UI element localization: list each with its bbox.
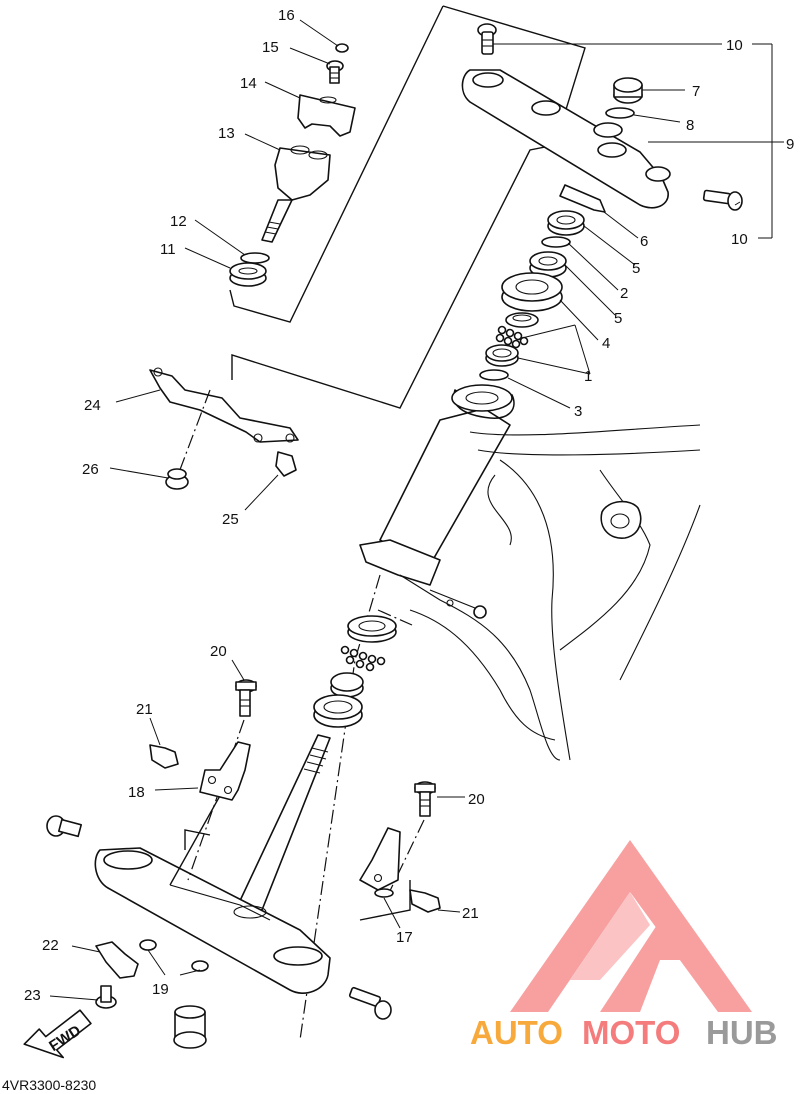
lower-seal [347,615,397,643]
watermark-part2: MOTO [582,1014,680,1051]
nut-26 [165,468,189,490]
dust-seal-lower [313,694,363,728]
callout-5-upper: 5 [632,260,640,277]
bracket-18 [199,741,251,801]
ring-nut-5-lower [529,251,567,278]
watermark-part1: AUTO [470,1014,563,1051]
callout-20-right: 20 [468,791,485,808]
clip-21-right [409,889,441,913]
watermark-logo-icon [510,840,752,1012]
clip-21-left [149,744,179,769]
callout-26: 26 [82,461,99,478]
washer-12 [240,252,270,264]
watermark-part3: HUB [706,1014,778,1051]
holder-13 [261,145,331,243]
callout-2: 2 [620,285,628,302]
lower-bracket [94,847,331,994]
washer-17 [374,888,394,898]
steering-axis-line [299,574,381,1041]
callout-21-right: 21 [462,905,479,922]
callout-8: 8 [686,117,694,134]
leader-lines [49,19,784,1001]
bracket-17 [359,827,401,891]
callout-21-left: 21 [136,701,153,718]
bearing-balls-lower [340,645,386,672]
bolt-23 [95,985,117,1009]
callout-6: 6 [640,233,648,250]
clip-25 [275,451,297,477]
main-frame [359,424,701,761]
bracket-lead-18 [184,829,211,850]
bolt-10-side [702,189,743,211]
bolt-10-upper [477,23,497,55]
bolt-20-left [235,679,257,717]
callout-14: 14 [240,75,257,92]
callout-17: 17 [396,929,413,946]
group-frame-upper [231,5,586,409]
holder-14 [297,94,356,137]
callout-18: 18 [128,784,145,801]
pinch-bolt-left [46,815,83,838]
ring-nut-5-upper [547,210,585,236]
callout-9: 9 [786,136,794,153]
cap-nut-7 [613,77,643,104]
callout-12: 12 [170,213,187,230]
callout-3: 3 [574,403,582,420]
upper-bracket [461,69,671,209]
callout-4: 4 [602,335,610,352]
diagram-code: 4VR3300-8230 [2,1077,96,1093]
callout-24: 24 [84,397,101,414]
watermark-text: AUTO MOTO HUB [470,1014,778,1051]
lock-washer-6 [559,184,606,213]
steering-stem [237,734,331,911]
stem-nut-bottom [173,1005,207,1049]
lower-race [330,672,364,698]
bearing-balls-upper [495,325,529,349]
cover-4 [501,272,563,312]
bearing-race-1-lower [485,344,519,367]
callout-13: 13 [218,125,235,142]
callout-11: 11 [160,241,176,258]
callout-5-lower: 5 [614,310,622,327]
axis-20-right [387,819,425,896]
callout-25: 25 [222,511,239,528]
callout-1: 1 [584,368,592,385]
callout-16: 16 [278,7,295,24]
damper-11 [229,262,267,287]
callout-23: 23 [24,987,41,1004]
clamp-22 [95,941,139,979]
callout-15: 15 [262,39,279,56]
callout-20-left: 20 [210,643,227,660]
callout-7: 7 [692,83,700,100]
callout-labels: 1 2 3 4 5 5 6 7 8 9 10 10 11 12 13 14 15… [24,7,794,1004]
washer-2 [541,236,571,248]
fwd-arrow-icon [23,1009,92,1059]
aux-axis-line [377,609,413,626]
cable-guide-24 [149,367,299,443]
pinch-bolt-right [348,986,392,1020]
washer-8 [605,107,635,119]
bearing-race-1-upper [505,312,539,328]
callout-19: 19 [152,981,169,998]
axis-line-24 [177,389,211,476]
callout-10-lower: 10 [731,231,748,248]
bolt-20-right [414,781,436,817]
race-3 [479,369,509,381]
frame-head-tube [379,384,515,566]
cap-16 [335,43,349,53]
axis-20-left [187,719,245,881]
group-frame-handlebar [229,5,444,323]
nuts-19 [139,939,209,972]
bolt-15 [326,60,344,84]
callout-22: 22 [42,937,59,954]
callout-10-upper: 10 [726,37,743,54]
